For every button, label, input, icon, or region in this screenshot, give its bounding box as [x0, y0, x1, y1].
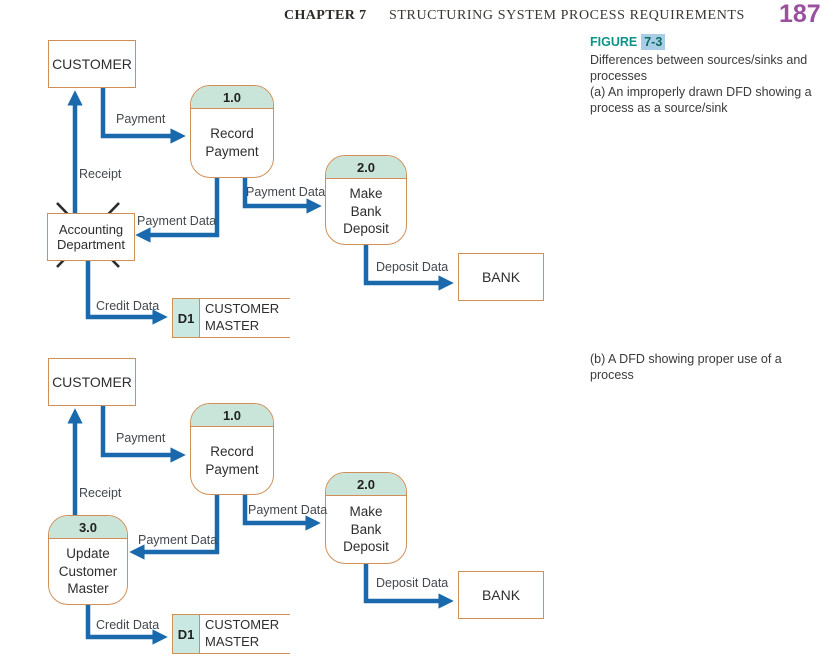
process-1-number-b: 1.0 [191, 404, 273, 427]
flow-arrow-credit-data-b [85, 603, 168, 645]
process-1-name-b: Record Payment [205, 443, 259, 477]
flow-label-credit-data-a: Credit Data [96, 299, 160, 313]
customer-label-a: CUSTOMER [52, 56, 132, 72]
process-1-name-a: Record Payment [205, 126, 259, 159]
figure-number-highlight: 7-3 [641, 34, 666, 50]
figure-part-b-caption: (b) A DFD showing proper use of a proces… [590, 352, 782, 382]
process-3-update-customer-master-b: 3.0 Update Customer Master [48, 515, 128, 605]
process-2-make-bank-deposit-a: 2.0 Make Bank Deposit [325, 155, 407, 245]
flow-label-payment-data-to-update-b: Payment Data [138, 533, 218, 547]
flow-label-payment-a: Payment [116, 112, 166, 126]
flow-arrow-payment-data-to-deposit-a [242, 176, 322, 214]
process-1-record-payment-b: 1.0 Record Payment [190, 403, 274, 495]
flow-label-receipt-a: Receipt [79, 167, 122, 181]
process-3-name-b: Update Customer Master [58, 546, 118, 597]
bank-entity-a: BANK [458, 253, 544, 301]
process-3-number-b: 3.0 [49, 516, 127, 539]
flow-arrow-payment-data-to-update-b [129, 493, 220, 560]
bank-entity-b: BANK [458, 571, 544, 619]
datastore-customer-master-b: D1 CUSTOMER MASTER [172, 614, 290, 654]
flow-label-deposit-data-b: Deposit Data [376, 576, 449, 590]
datastore-name-a: CUSTOMER MASTER [200, 298, 290, 338]
flow-arrow-credit-data-a [85, 259, 168, 325]
process-1-number-a: 1.0 [191, 86, 273, 109]
datastore-id-b: D1 [172, 614, 200, 654]
process-2-number-a: 2.0 [326, 156, 406, 179]
figure-description: Differences between sources/sinks and pr… [590, 53, 808, 83]
datastore-name-b: CUSTOMER MASTER [200, 614, 290, 654]
flow-label-receipt-b: Receipt [79, 486, 122, 500]
bank-label-a: BANK [481, 269, 521, 285]
flow-arrow-payment-b [100, 404, 186, 463]
flow-label-deposit-data-a: Deposit Data [376, 260, 449, 274]
flow-label-credit-data-b: Credit Data [96, 618, 160, 632]
flow-label-payment-data-to-deposit-b: Payment Data [248, 503, 328, 517]
process-1-record-payment-a: 1.0 Record Payment [190, 85, 274, 178]
flow-arrow-payment-data-to-deposit-b [242, 493, 321, 531]
customer-label-b: CUSTOMER [52, 374, 132, 390]
datastore-id-a: D1 [172, 298, 200, 338]
chapter-heading: CHAPTER 7 [284, 8, 367, 23]
flow-arrow-deposit-data-b [363, 562, 454, 609]
figure-label-text: FIGURE [590, 35, 638, 49]
bank-label-b: BANK [481, 587, 521, 603]
flow-arrow-payment-data-to-accounting-a [135, 176, 220, 243]
flow-label-payment-b: Payment [116, 431, 166, 445]
accounting-department-label-a: Accounting Department [57, 222, 125, 252]
process-2-number-b: 2.0 [326, 473, 406, 496]
customer-entity-a: CUSTOMER [48, 40, 136, 88]
flow-arrow-payment-a [100, 86, 186, 144]
customer-entity-b: CUSTOMER [48, 358, 136, 406]
flow-arrow-deposit-data-a [363, 243, 454, 291]
process-2-name-a: Make Bank Deposit [343, 186, 389, 237]
chapter-title: STRUCTURING SYSTEM PROCESS REQUIREMENTS [389, 8, 745, 23]
datastore-customer-master-a: D1 CUSTOMER MASTER [172, 298, 290, 338]
flow-label-payment-data-to-accounting-a: Payment Data [137, 214, 217, 228]
flow-label-payment-data-to-deposit-a: Payment Data [246, 185, 326, 199]
page-number: 187 [779, 0, 821, 28]
process-2-name-b: Make Bank Deposit [343, 504, 389, 555]
accounting-department-entity-a: Accounting Department [47, 213, 135, 261]
process-2-make-bank-deposit-b: 2.0 Make Bank Deposit [325, 472, 407, 564]
figure-part-a-caption: (a) An improperly drawn DFD showing a pr… [590, 85, 812, 115]
